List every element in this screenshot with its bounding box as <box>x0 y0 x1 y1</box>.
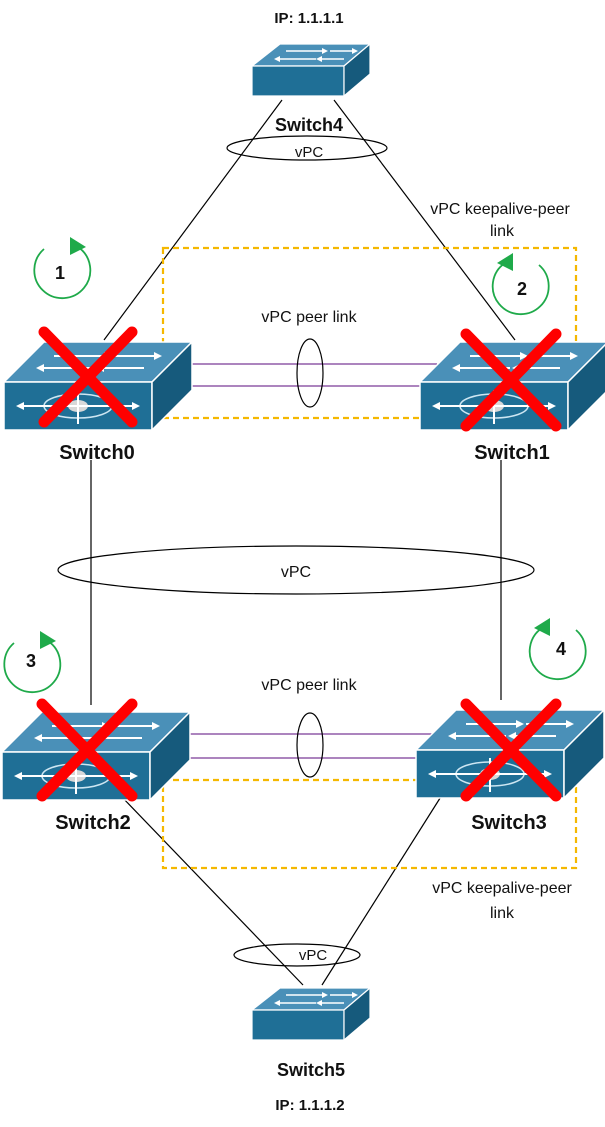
keepalive-bottom-line2: link <box>490 905 515 922</box>
switch1-label: Switch1 <box>474 442 550 464</box>
keepalive-box-top <box>161 246 578 420</box>
switch2-label: Switch2 <box>55 812 131 834</box>
switch5-label: Switch5 <box>277 1060 345 1080</box>
failure-x-switch1 <box>460 328 562 432</box>
vpc-ellipse-top <box>226 135 388 161</box>
step-2-label: 2 <box>517 279 527 299</box>
failure-x-switch2 <box>36 698 138 802</box>
vpc-middle-label: vPC <box>281 564 311 581</box>
failure-x-switch3 <box>460 698 562 802</box>
vpc-bottom-label: vPC <box>299 947 328 964</box>
link-switch2-switch5 <box>119 794 304 986</box>
ip-bottom-label: IP: 1.1.1.2 <box>275 1097 344 1114</box>
ip-top-label: IP: 1.1.1.1 <box>274 10 343 27</box>
keepalive-top-line2: link <box>490 223 515 240</box>
vpc-ellipse-bottom <box>233 943 361 967</box>
keepalive-bottom-line1: vPC keepalive-peer <box>432 880 572 897</box>
peer-link-bottom-label: vPC peer link <box>261 677 357 694</box>
vpc-top-label: vPC <box>295 144 324 161</box>
peer-link-top-label: vPC peer link <box>261 309 357 326</box>
switch4-icon[interactable] <box>251 43 371 97</box>
switch0-label: Switch0 <box>59 442 135 464</box>
switch4-label: Switch4 <box>275 115 343 135</box>
vpc-ellipse-middle <box>57 545 535 595</box>
step-4-label: 4 <box>556 639 566 659</box>
peer-link-top-ellipse <box>296 338 324 408</box>
step-1-label: 1 <box>55 263 65 283</box>
link-switch4-switch1 <box>333 99 516 341</box>
step-3-label: 3 <box>26 651 36 671</box>
failure-x-switch0 <box>38 326 138 428</box>
link-switch3-switch5 <box>321 794 443 986</box>
link-switch4-switch0 <box>103 99 283 341</box>
switch3-label: Switch3 <box>471 812 547 834</box>
keepalive-top-line1: vPC keepalive-peer <box>430 201 570 218</box>
peer-link-bottom-ellipse <box>296 712 324 778</box>
switch5-icon[interactable] <box>251 987 371 1041</box>
